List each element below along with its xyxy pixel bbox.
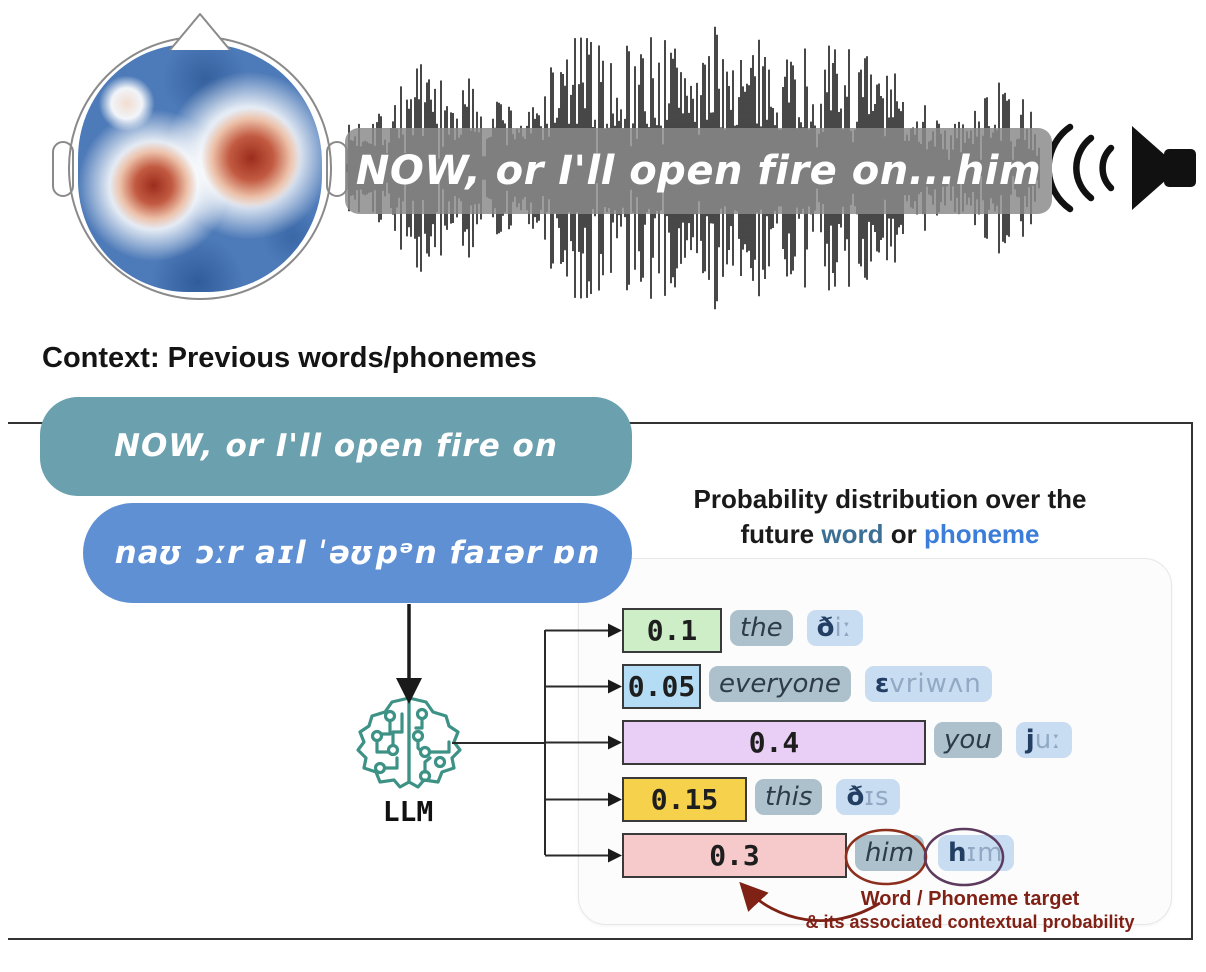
brain-circuit-icon	[356, 696, 462, 789]
phoneme-tag: ðɪs	[836, 779, 900, 815]
target-annotation-line1: Word / Phoneme target	[860, 888, 1080, 910]
phoneme-tag: juː	[1015, 722, 1072, 758]
target-annotation: Word / Phoneme target & its associated c…	[780, 888, 1160, 933]
llm-label: LLM	[382, 795, 434, 828]
phoneme-tag: ðiː	[806, 610, 863, 646]
head-outline-icon	[52, 13, 348, 300]
title-part: word	[821, 519, 884, 549]
distribution-title-line1: Probability distribution over the	[693, 484, 1087, 514]
word-context-pill: NOW, or I'll open fire on	[40, 397, 632, 496]
probability-bar: 0.3	[622, 833, 847, 878]
context-label: Context: Previous words/phonemes	[42, 342, 537, 374]
probability-bar: 0.4	[622, 720, 926, 765]
audio-caption: NOW, or I'll open fire on...him	[345, 128, 1052, 214]
distribution-title-line2: future word or phoneme	[630, 517, 1150, 552]
phoneme-context-pill: naʊ ɔːr aɪl ˈəʊpᵊn faɪər ɒn	[83, 503, 632, 603]
word-tag: you	[934, 722, 1002, 758]
probability-bar: 0.1	[622, 608, 722, 653]
phoneme-tag: hɪm	[938, 835, 1014, 871]
word-tag: the	[730, 610, 793, 646]
word-tag: this	[755, 779, 823, 815]
speaker-icon	[1052, 123, 1196, 213]
target-annotation-line2: & its associated contextual probability	[805, 912, 1135, 932]
eeg-topomap	[78, 44, 322, 292]
probability-bar: 0.15	[622, 777, 747, 822]
title-part: or	[883, 519, 924, 549]
word-tag: him	[855, 835, 925, 871]
phoneme-tag: ɛvriwʌn	[864, 666, 992, 702]
distribution-title: Probability distribution over the future…	[630, 482, 1150, 552]
word-tag: everyone	[709, 666, 851, 702]
title-part: phoneme	[923, 519, 1040, 549]
probability-bar: 0.05	[622, 664, 701, 709]
title-part: future	[740, 519, 822, 549]
